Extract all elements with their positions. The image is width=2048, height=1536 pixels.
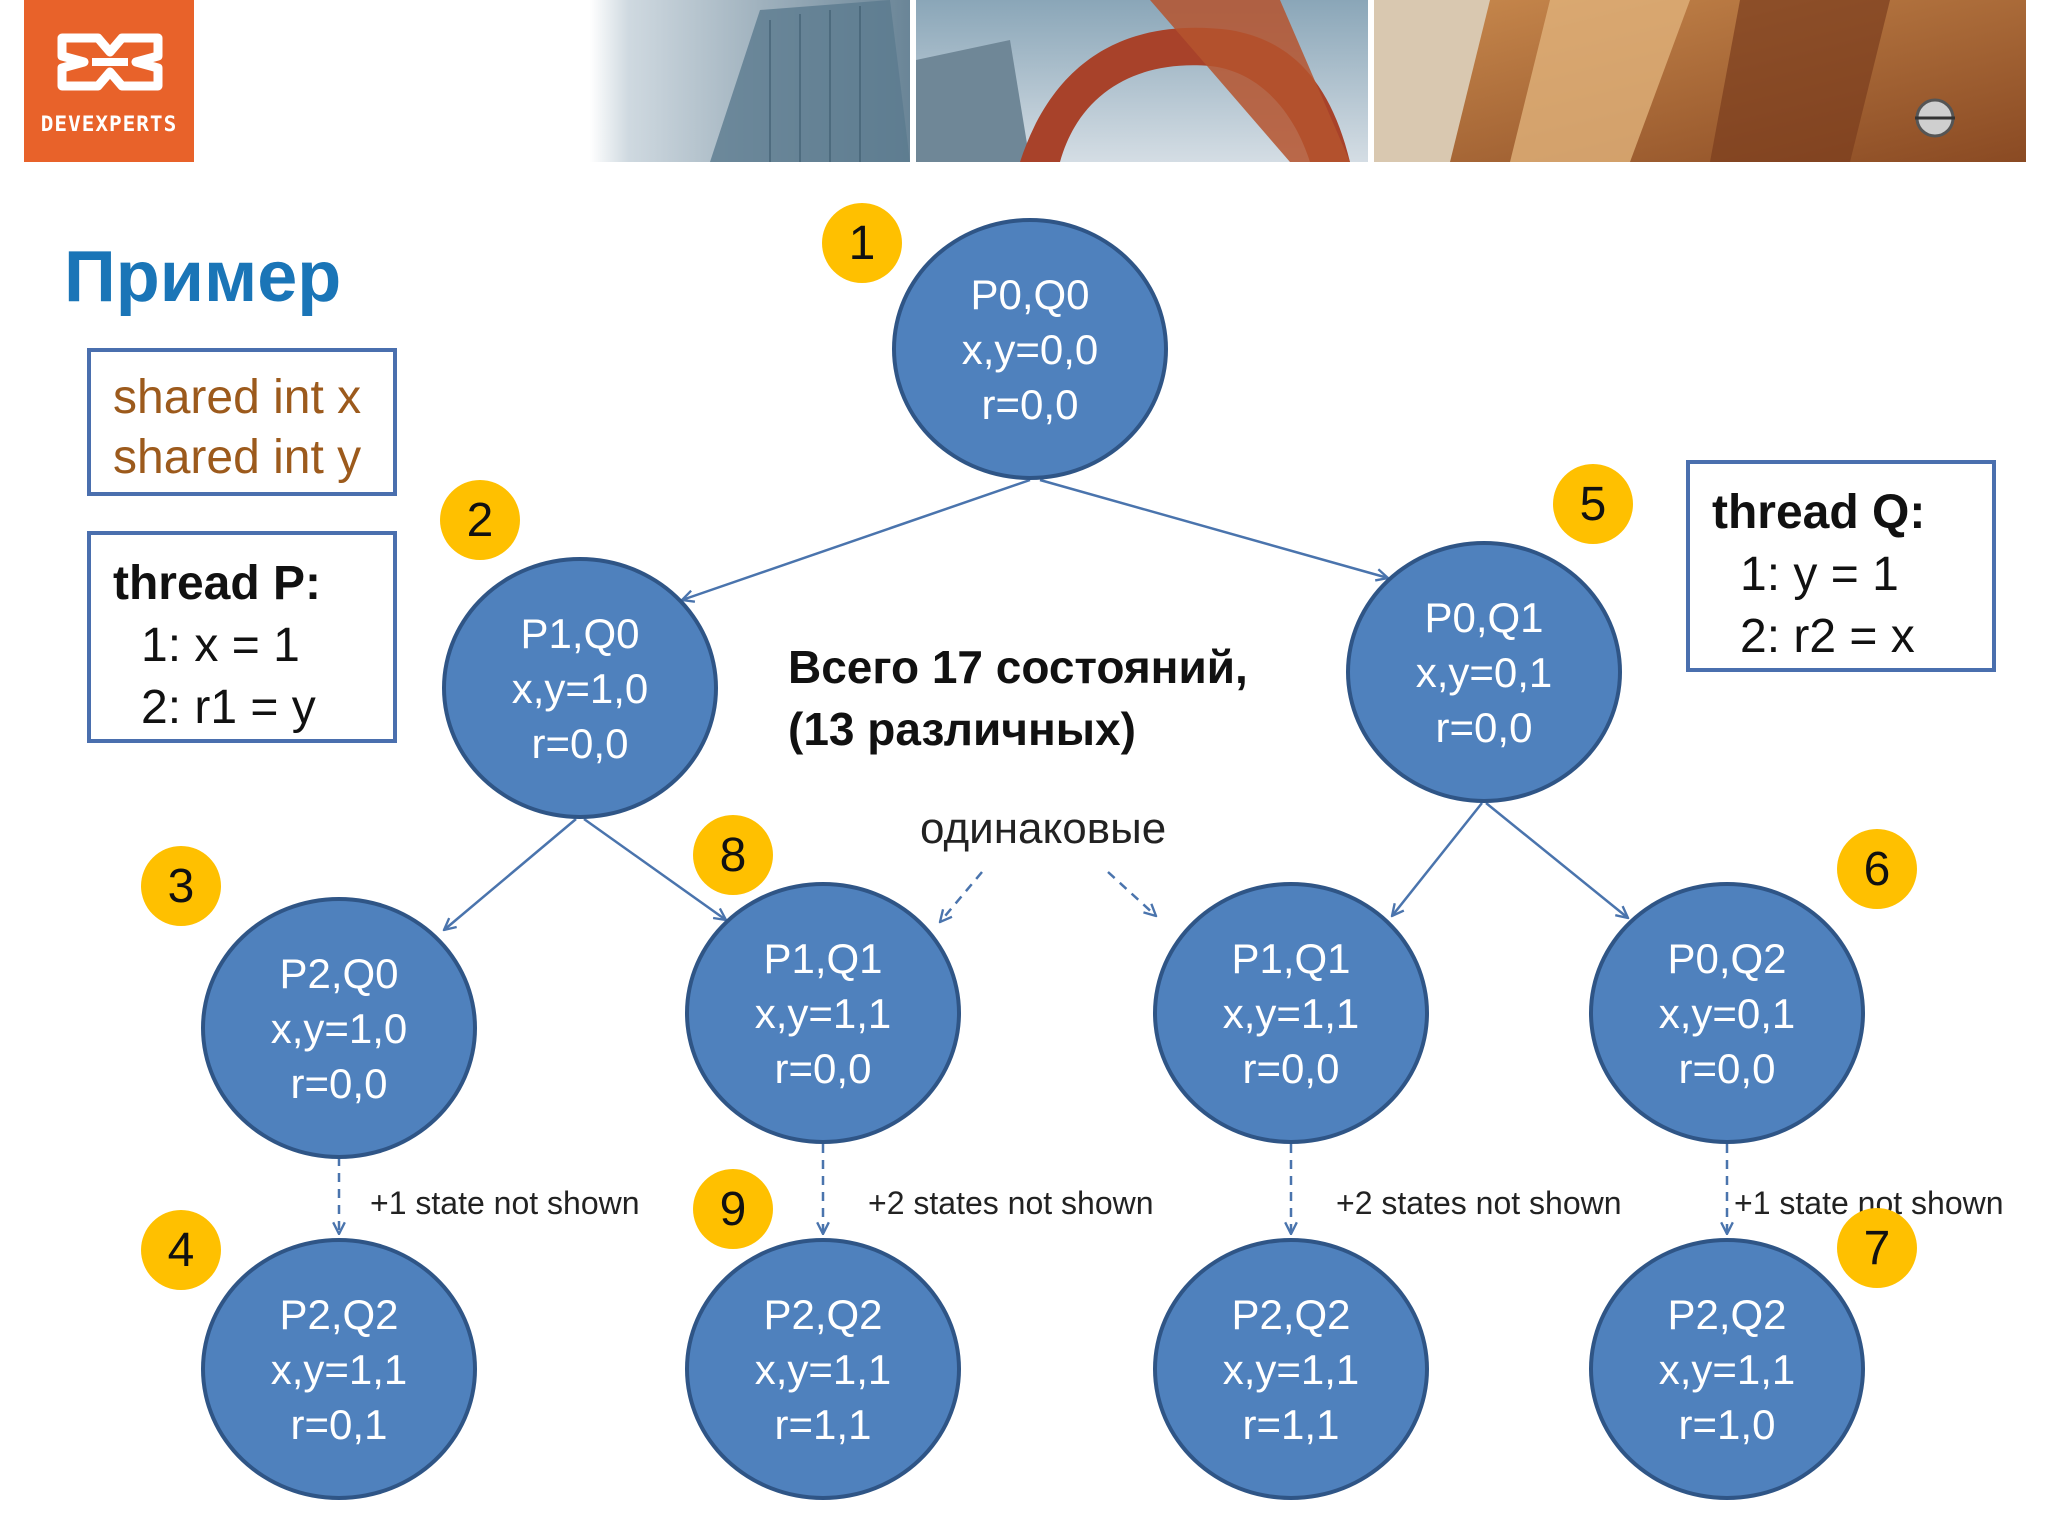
thread-q-line-1: 1: y = 1 bbox=[1740, 548, 1899, 601]
shared-var-x: shared int x bbox=[113, 371, 362, 424]
state-node-p1q1-left: P1,Q1 x,y=1,1 r=0,0 bbox=[685, 882, 961, 1144]
state-node-leaf-4: P2,Q2 x,y=1,1 r=1,0 bbox=[1589, 1238, 1865, 1500]
node-state: P2,Q2 bbox=[763, 1290, 883, 1338]
node-regs: r=0,1 bbox=[290, 1400, 388, 1448]
node-vars: x,y=1,1 bbox=[270, 1345, 408, 1393]
node-state: P1,Q1 bbox=[1231, 934, 1351, 982]
node-state: P0,Q2 bbox=[1667, 934, 1787, 982]
badge-7: 7 bbox=[1837, 1208, 1917, 1288]
node-regs: r=0,0 bbox=[1678, 1044, 1776, 1092]
node-regs: r=0,0 bbox=[1435, 703, 1533, 751]
node-vars: x,y=0,1 bbox=[1658, 989, 1796, 1037]
node-regs: r=1,1 bbox=[1242, 1400, 1340, 1448]
edge-p0q1-p0q2 bbox=[1485, 802, 1628, 918]
node-state: P1,Q1 bbox=[763, 934, 883, 982]
node-vars: x,y=1,1 bbox=[754, 989, 892, 1037]
note-left: +1 state not shown bbox=[370, 1185, 640, 1221]
thread-q-box: thread Q: 1: y = 1 2: r2 = x bbox=[1686, 460, 1996, 672]
badge-5: 5 bbox=[1553, 464, 1633, 544]
state-node-leaf-2: P2,Q2 x,y=1,1 r=1,1 bbox=[685, 1238, 961, 1500]
state-node-p2q0: P2,Q0 x,y=1,0 r=0,0 bbox=[201, 897, 477, 1159]
node-regs: r=1,1 bbox=[774, 1400, 872, 1448]
badge-9: 9 bbox=[693, 1169, 773, 1249]
state-node-p1q1-right: P1,Q1 x,y=1,1 r=0,0 bbox=[1153, 882, 1429, 1144]
same-arrow-left bbox=[940, 871, 983, 922]
node-regs: r=1,0 bbox=[1678, 1400, 1776, 1448]
badge-2: 2 bbox=[440, 480, 520, 560]
badge-4: 4 bbox=[141, 1210, 221, 1290]
edge-root-p0q1 bbox=[1039, 478, 1388, 578]
node-vars: x,y=1,1 bbox=[1658, 1345, 1796, 1393]
node-vars: x,y=0,1 bbox=[1415, 648, 1553, 696]
state-node-p0q2: P0,Q2 x,y=0,1 r=0,0 bbox=[1589, 882, 1865, 1144]
node-vars: x,y=1,0 bbox=[511, 664, 649, 712]
logo-icon bbox=[57, 33, 163, 91]
shared-var-y: shared int y bbox=[113, 431, 362, 484]
thread-p-title: thread P: bbox=[113, 557, 322, 610]
devexperts-logo: DEVEXPERTS bbox=[24, 0, 194, 162]
node-regs: r=0,0 bbox=[1242, 1044, 1340, 1092]
node-state: P2,Q0 bbox=[279, 949, 399, 997]
header-banner-image bbox=[590, 0, 2026, 162]
state-node-root: P0,Q0 x,y=0,0 r=0,0 bbox=[892, 218, 1168, 480]
badge-6: 6 bbox=[1837, 829, 1917, 909]
node-vars: x,y=1,0 bbox=[270, 1004, 408, 1052]
edge-p1q0-p1q1 bbox=[583, 817, 726, 920]
node-state: P0,Q0 bbox=[970, 270, 1090, 318]
node-state: P0,Q1 bbox=[1424, 593, 1544, 641]
edge-p1q0-p2q0 bbox=[444, 818, 577, 930]
state-node-p0q1: P0,Q1 x,y=0,1 r=0,0 bbox=[1346, 541, 1622, 803]
node-vars: x,y=1,1 bbox=[754, 1345, 892, 1393]
edge-root-p1q0 bbox=[682, 478, 1031, 600]
state-node-p1q0: P1,Q0 x,y=1,0 r=0,0 bbox=[442, 557, 718, 819]
edge-p0q1-p1q1 bbox=[1392, 802, 1483, 916]
state-node-leaf-1: P2,Q2 x,y=1,1 r=0,1 bbox=[201, 1238, 477, 1500]
node-regs: r=0,0 bbox=[290, 1059, 388, 1107]
node-vars: x,y=1,1 bbox=[1222, 989, 1360, 1037]
node-regs: r=0,0 bbox=[531, 719, 629, 767]
summary-line-1: Всего 17 состояний, bbox=[788, 641, 1248, 693]
thread-q-line-2: 2: r2 = x bbox=[1740, 610, 1915, 663]
badge-8: 8 bbox=[693, 815, 773, 895]
node-vars: x,y=1,1 bbox=[1222, 1345, 1360, 1393]
badge-1: 1 bbox=[822, 203, 902, 283]
thread-p-box: thread P: 1: x = 1 2: r1 = y bbox=[87, 531, 397, 743]
node-regs: r=0,0 bbox=[981, 380, 1079, 428]
thread-p-line-2: 2: r1 = y bbox=[141, 681, 316, 734]
shared-variables-box: shared int x shared int y bbox=[87, 348, 397, 496]
node-state: P2,Q2 bbox=[1667, 1290, 1787, 1338]
slide-title: Пример bbox=[64, 237, 342, 317]
node-state: P1,Q0 bbox=[520, 609, 640, 657]
states-summary: Всего 17 состояний, (13 различных) bbox=[788, 636, 1248, 760]
state-node-leaf-3: P2,Q2 x,y=1,1 r=1,1 bbox=[1153, 1238, 1429, 1500]
node-state: P2,Q2 bbox=[279, 1290, 399, 1338]
node-state: P2,Q2 bbox=[1231, 1290, 1351, 1338]
thread-p-line-1: 1: x = 1 bbox=[141, 619, 300, 672]
note-center-right: +2 states not shown bbox=[1336, 1185, 1622, 1221]
slide-header: DEVEXPERTS bbox=[0, 0, 2048, 162]
summary-line-2: (13 различных) bbox=[788, 703, 1136, 755]
node-regs: r=0,0 bbox=[774, 1044, 872, 1092]
same-arrow-right bbox=[1107, 871, 1156, 916]
thread-q-title: thread Q: bbox=[1712, 486, 1926, 539]
identical-label: одинаковые bbox=[920, 804, 1167, 853]
badge-3: 3 bbox=[141, 846, 221, 926]
node-vars: x,y=0,0 bbox=[961, 325, 1099, 373]
note-center-left: +2 states not shown bbox=[868, 1185, 1154, 1221]
logo-text: DEVEXPERTS bbox=[40, 112, 178, 136]
